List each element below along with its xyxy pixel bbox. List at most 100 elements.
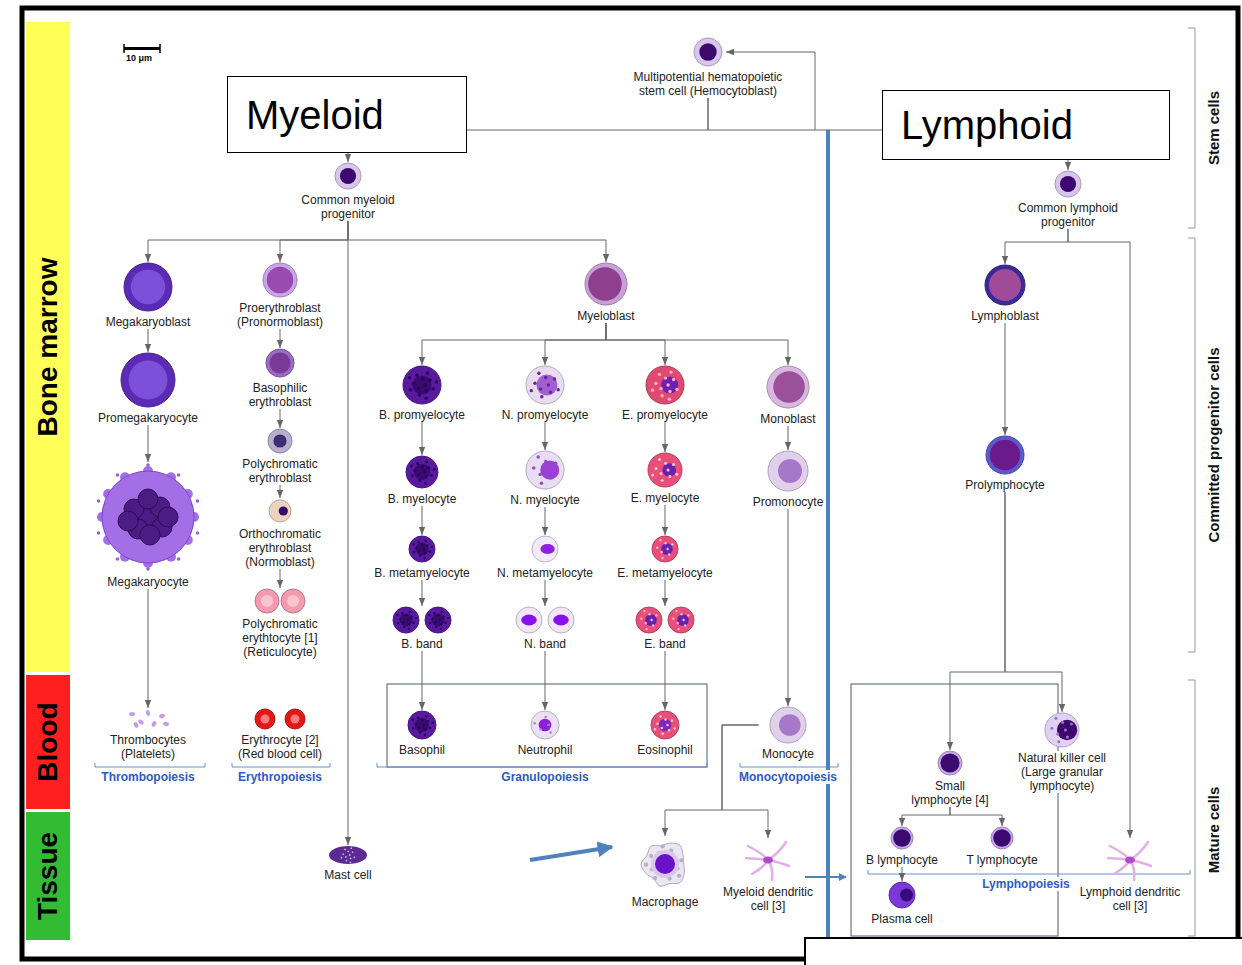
granule [412, 727, 415, 730]
granule [1061, 721, 1064, 724]
cell-body [403, 366, 441, 404]
cell-icon [745, 838, 791, 882]
granule [667, 468, 670, 471]
cell-label-block: E. metamyelocyte [614, 566, 716, 580]
cell-icon [89, 462, 207, 572]
cell-label-block: B. promyelocyte [376, 408, 469, 422]
cell-node: Multipotential hematopoietic stem cell (… [631, 37, 786, 98]
granule [399, 618, 401, 620]
granule [680, 613, 682, 615]
lineage-arrow [280, 485, 281, 498]
cell-nucleus [773, 371, 805, 403]
granule [660, 472, 663, 475]
cell-icon [260, 262, 300, 298]
granule [671, 543, 673, 545]
granule [664, 462, 667, 465]
cell-label-block: Lymphoblast [968, 309, 1042, 323]
granule [429, 622, 431, 624]
cell-nucleus [291, 715, 300, 724]
cell-label-block: Eosinophil [634, 743, 696, 757]
cell-body [255, 589, 279, 613]
granule [417, 716, 420, 719]
granule [415, 373, 418, 376]
granule [687, 614, 689, 616]
granule [428, 614, 430, 616]
cell-body [991, 827, 1013, 849]
cell-nucleus [261, 715, 270, 724]
cell-icon [254, 588, 306, 614]
granule [668, 475, 671, 478]
lineage-arrow [280, 409, 281, 428]
cell-label-block: Polychromatic erythroblast [239, 457, 321, 485]
cell-label: Megakaryocyte [107, 575, 188, 589]
cell-body [648, 453, 682, 487]
cell-nucleus [661, 376, 678, 393]
page-frame [22, 8, 1238, 959]
lineage-box: Myeloid [227, 76, 467, 153]
granule [1057, 740, 1060, 743]
cell-nucleus [1057, 720, 1077, 740]
granule [656, 546, 658, 548]
cell-node: Lymphoblast [968, 264, 1042, 323]
cell-body [263, 263, 297, 297]
cell-node: N. band [512, 606, 578, 651]
cell-label: Lymphoid dendritic cell [3] [1080, 885, 1180, 913]
granule [1070, 722, 1073, 725]
cell-body [652, 536, 678, 562]
lineage-arrow [950, 492, 1005, 750]
granule [401, 612, 403, 614]
granule [405, 614, 407, 616]
granule [418, 550, 420, 552]
lineage-box: Lymphoid [882, 90, 1170, 160]
granule [431, 721, 434, 724]
granule [347, 850, 349, 852]
cell-body [651, 711, 679, 739]
lineage-arrow [665, 422, 666, 452]
cell-label-block: Macrophage [629, 895, 702, 909]
granule [661, 551, 663, 553]
granule [658, 458, 661, 461]
cell-label-block: N. metamyelocyte [494, 566, 597, 580]
cell-label-block: B. metamyelocyte [371, 566, 473, 580]
platelet [137, 719, 144, 726]
cell-nucleus [413, 376, 432, 395]
cell-label-block: Plasma cell [868, 912, 936, 926]
granule [549, 390, 552, 393]
granule [655, 614, 657, 616]
granule [427, 720, 430, 723]
granule [547, 383, 550, 386]
granule [440, 623, 442, 625]
cell-label-block: Thrombocytes (Platelets) [107, 733, 190, 761]
granule [661, 479, 664, 482]
granule [409, 388, 412, 391]
cell-icon [642, 365, 688, 405]
cell-label-block: E. band [632, 637, 698, 651]
cell-nucleus [763, 857, 773, 864]
cell-label: Thrombocytes (Platelets) [110, 733, 186, 761]
granule [424, 733, 427, 736]
granule [352, 851, 354, 853]
cell-label: Promegakaryocyte [98, 411, 198, 425]
granule [427, 466, 430, 469]
cell-nucleus [432, 614, 445, 627]
cell-label-block: Basophilic erythroblast [246, 381, 315, 409]
cell-icon [645, 452, 685, 488]
cell-body [516, 607, 542, 633]
granule [544, 376, 547, 379]
granulocyte-group-box [387, 684, 707, 767]
granule [652, 624, 654, 626]
platelet-bud [97, 499, 101, 503]
cell-nucleus [279, 506, 288, 515]
granule [679, 858, 683, 862]
granule [426, 371, 429, 374]
cell-body [986, 436, 1024, 474]
granule [659, 539, 661, 541]
granule [547, 468, 550, 471]
cell-node: Prolymphocyte [962, 435, 1048, 492]
granule [403, 626, 405, 628]
cell-node: Megakaryocyte [86, 462, 210, 589]
cell-node: Small lymphocyte [4] [908, 750, 992, 807]
granule [423, 383, 426, 386]
cell-body [526, 451, 564, 489]
granule [537, 372, 540, 375]
